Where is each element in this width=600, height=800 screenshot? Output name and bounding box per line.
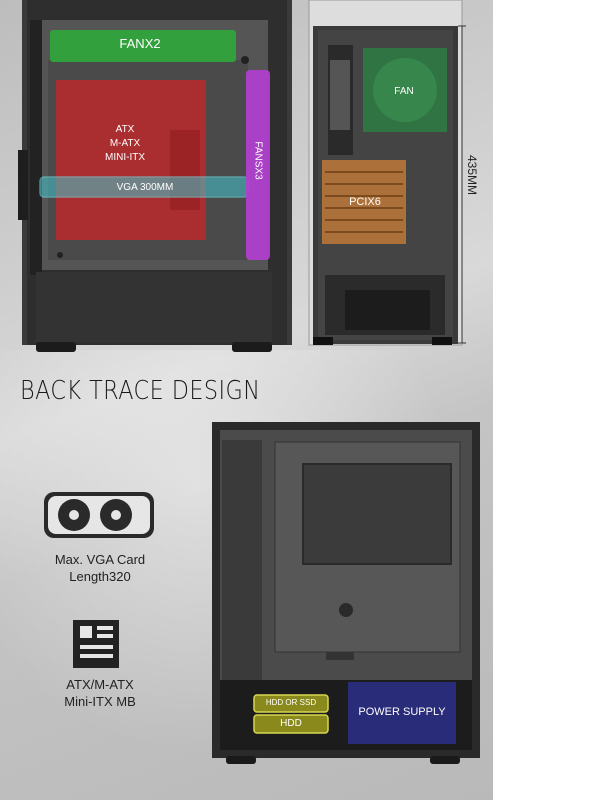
vga-feature-line-1: Max. VGA Card (54, 552, 146, 567)
power-supply-label: POWER SUPPLY (358, 706, 446, 718)
vga-feature-line-2: Length320 (69, 569, 131, 584)
mb-feature-line-1: ATX/M-ATX (66, 677, 134, 692)
vga-label: VGA 300MM (116, 182, 174, 193)
fan-top-label: FANX2 (119, 36, 161, 51)
motherboard-label-atx: ATX (115, 124, 135, 135)
mb-feature-line-2: Mini-ITX MB (64, 694, 136, 709)
side-fan-label: FAN (394, 86, 414, 97)
height-dimension-label: 435MM (465, 154, 479, 195)
hdd-label: HDD (280, 718, 302, 729)
motherboard-label-matx: M-ATX (109, 138, 141, 149)
section-title: BACK TRACE DESIGN (20, 376, 261, 406)
hdd-ssd-label: HDD OR SSD (265, 698, 317, 707)
side-pci-label: PCIX6 (349, 196, 381, 208)
motherboard-label-miniitx: MINI-ITX (105, 152, 145, 163)
fan-side-label: FANSX3 (252, 141, 264, 180)
